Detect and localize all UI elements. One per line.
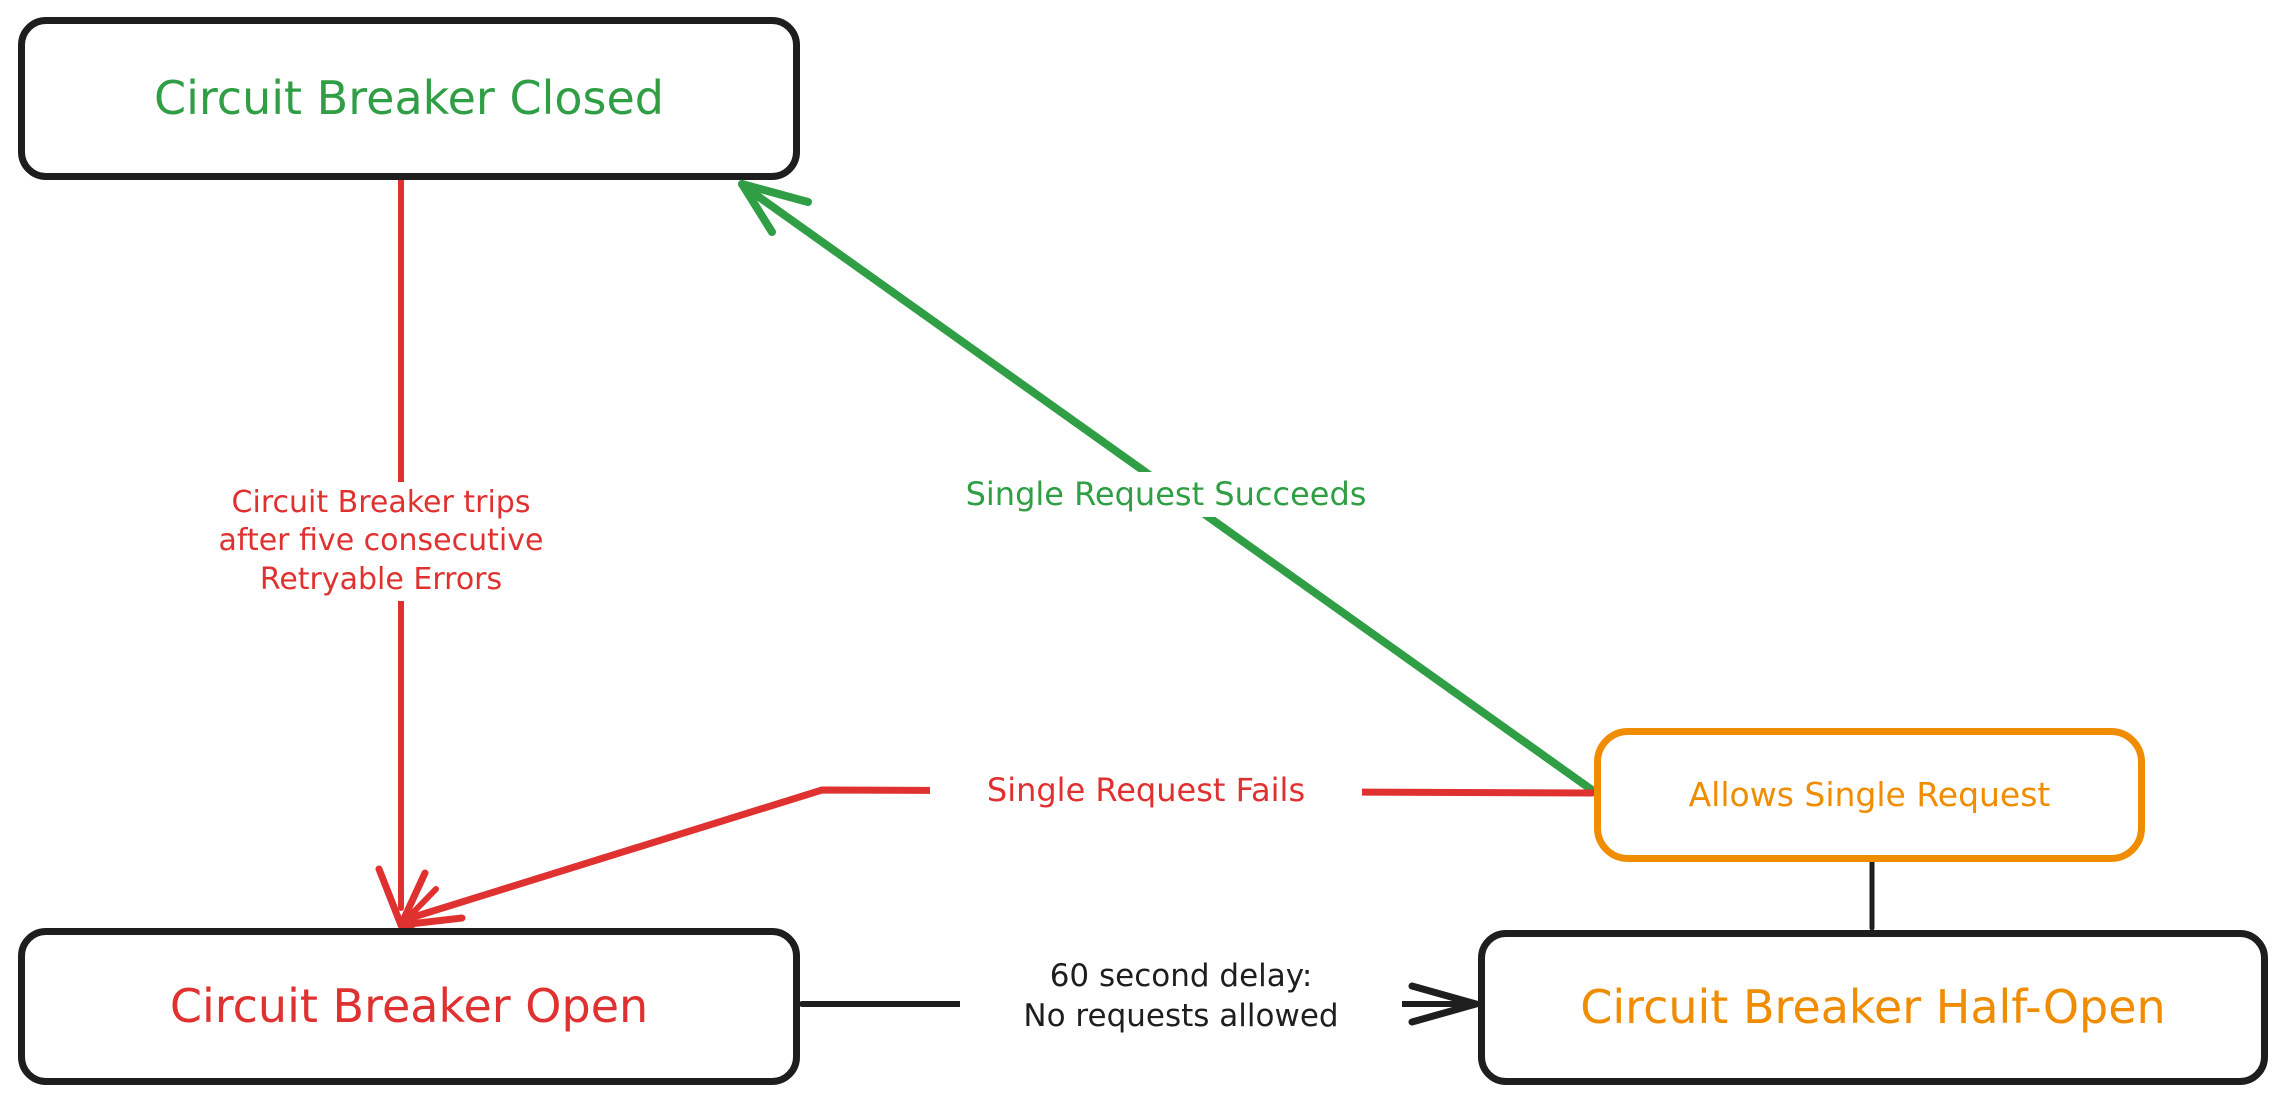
edge-label-line: Single Request Fails: [986, 771, 1306, 809]
state-node-allows-single-request[interactable]: Allows Single Request: [1594, 728, 2145, 862]
state-node-label: Circuit Breaker Half-Open: [1580, 980, 2166, 1035]
state-node-label: Allows Single Request: [1688, 775, 2051, 815]
edge-label-line: Circuit Breaker trips: [231, 485, 531, 520]
edge-label-open-to-half-open: 60 second delay: No requests allowed: [960, 955, 1402, 1039]
edge-label-line: 60 second delay:: [1049, 958, 1313, 994]
state-node-circuit-breaker-open[interactable]: Circuit Breaker Open: [18, 928, 800, 1085]
edge-label-line: No requests allowed: [1023, 997, 1339, 1034]
edge-label-allows-to-open: Single Request Fails: [930, 768, 1362, 813]
edge-label-line: Retryable Errors: [259, 561, 503, 597]
edge-label-closed-to-open: Circuit Breaker trips after five consecu…: [175, 482, 587, 602]
state-node-label: Circuit Breaker Open: [169, 979, 649, 1034]
state-node-circuit-breaker-half-open[interactable]: Circuit Breaker Half-Open: [1478, 930, 2268, 1085]
state-node-circuit-breaker-closed[interactable]: Circuit Breaker Closed: [18, 17, 800, 180]
edge-label-line: Single Request Succeeds: [965, 475, 1367, 513]
state-node-label: Circuit Breaker Closed: [154, 71, 664, 126]
edge-label-allows-to-closed: Single Request Succeeds: [910, 472, 1422, 517]
edge-label-line: after five consecutive: [218, 523, 544, 559]
